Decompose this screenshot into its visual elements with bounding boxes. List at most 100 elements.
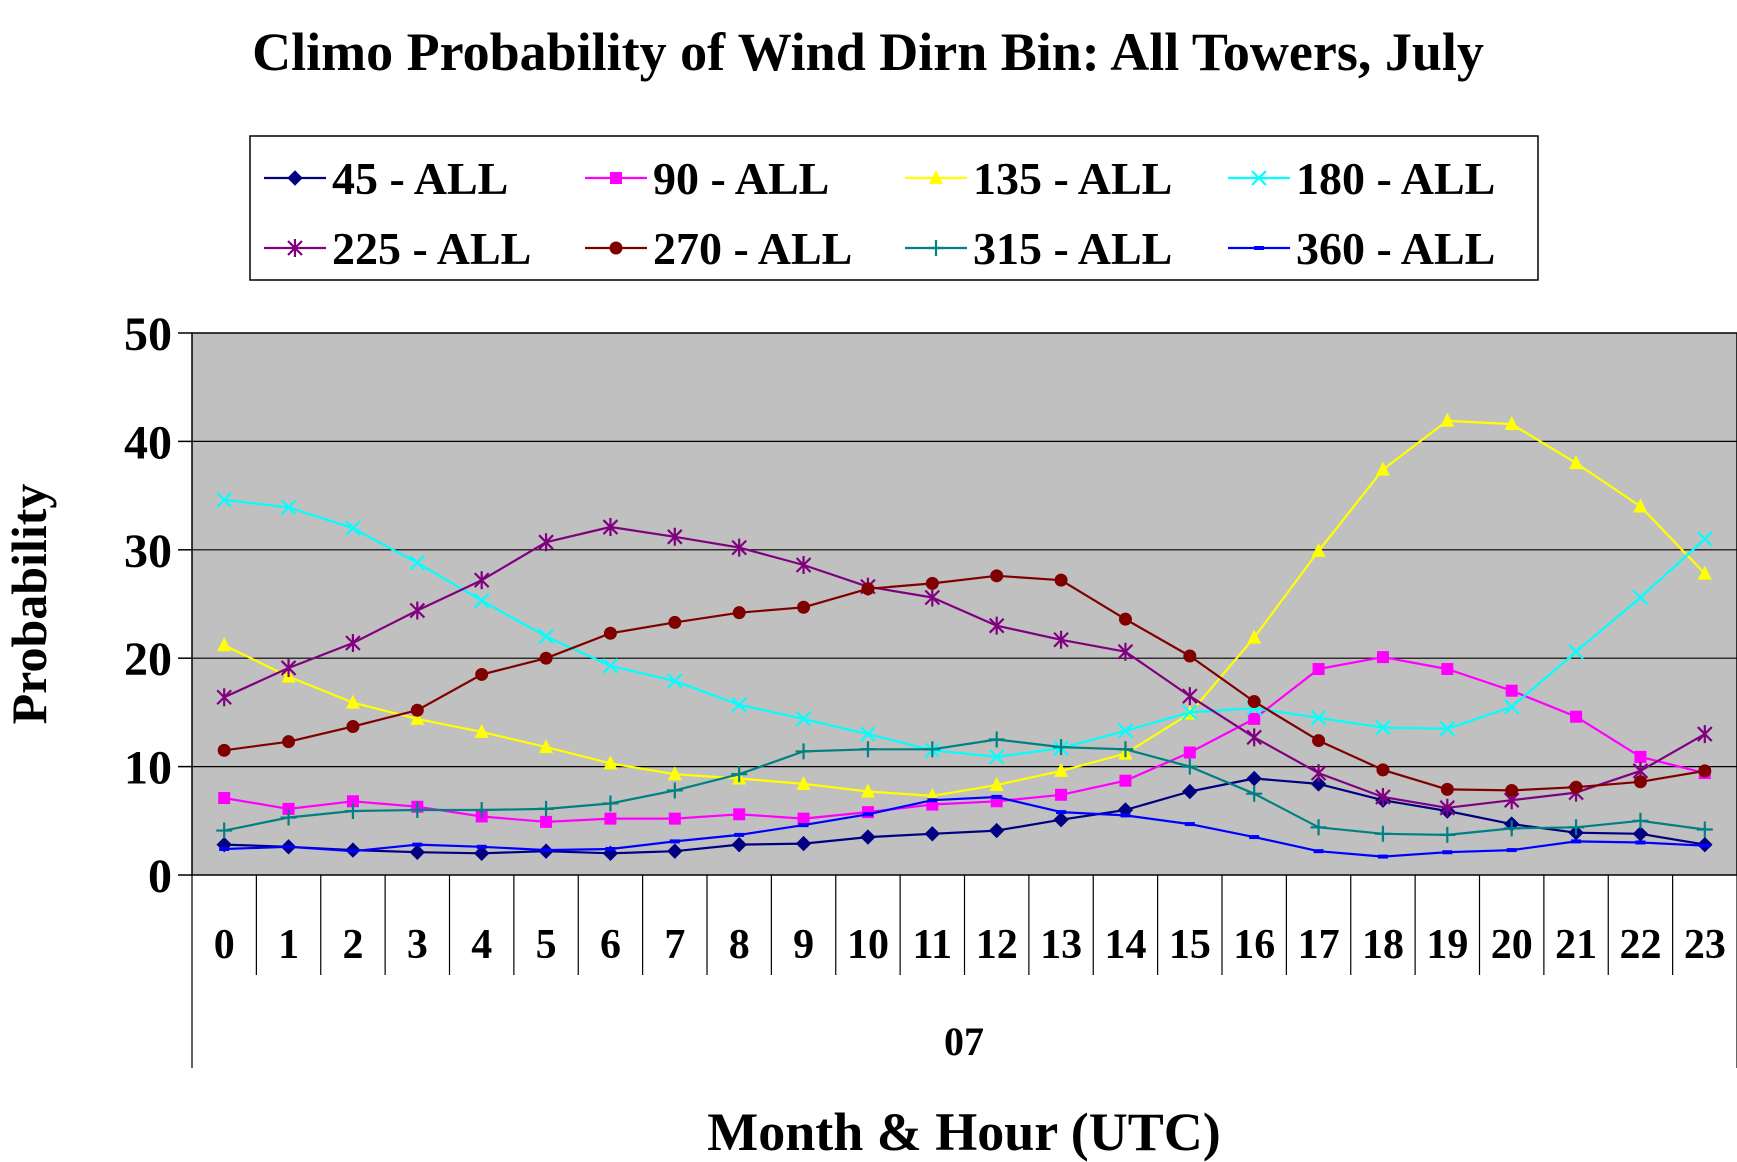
data-point [539,739,554,754]
x-tick-label: 15 [1169,922,1211,968]
data-point [1055,788,1068,801]
data-point [538,628,554,645]
x-tick-label: 11 [912,922,952,968]
data-point [602,518,619,537]
data-point [1053,630,1069,649]
data-point [797,812,810,825]
data-point [1181,758,1198,775]
series-6 [217,569,1712,797]
data-point [1117,741,1134,758]
data-point [795,835,812,852]
series-line [223,525,1706,809]
series-8 [219,794,1710,859]
x-tick-label: 18 [1362,922,1404,968]
y-tick-label: 50 [124,308,172,361]
data-point [1505,783,1519,797]
data-point [1439,720,1456,737]
data-point [668,615,682,629]
data-point [540,815,553,828]
data-point [860,829,876,845]
data-point [412,842,423,847]
x-tick-label: 19 [1426,922,1468,968]
data-point [797,600,811,614]
data-point [731,697,747,713]
legend-swatch-marker [1254,246,1264,250]
data-point [1056,810,1067,815]
data-point [731,836,747,853]
data-point [927,798,938,803]
x-tick-label: 10 [847,922,889,968]
data-point [476,844,487,849]
data-point [1697,725,1713,744]
data-point [1246,770,1262,787]
data-point [1312,663,1325,676]
data-point [1376,651,1389,664]
data-point [1633,775,1647,789]
series-4 [216,492,1713,765]
legend-box [249,135,1539,281]
data-point [1184,822,1195,827]
data-point [605,846,616,851]
data-point [924,741,941,758]
data-point [795,711,812,727]
data-point [280,499,297,516]
data-point [1506,848,1517,853]
x-tick-label: 3 [407,922,428,968]
data-point [924,826,941,842]
data-point [1439,826,1456,843]
data-point [1375,461,1390,476]
data-point [1698,764,1712,778]
data-point [345,520,361,536]
legend-swatch-marker [287,170,303,186]
series-line [224,777,1705,855]
data-point [217,637,232,652]
data-point [990,569,1004,583]
data-point [1054,762,1069,777]
legend-label: 45 - ALL [332,153,508,204]
series-2 [218,651,1711,828]
x-axis-title: Month & Hour (UTC) [707,1102,1221,1162]
data-point [1182,704,1198,721]
data-point [216,492,232,508]
legend-item: 90 - ALL [585,153,829,204]
data-point [1504,416,1519,431]
data-point [1441,663,1454,676]
legend-swatch-marker [287,239,303,257]
data-point [603,755,618,770]
data-point [1569,780,1583,794]
data-point [988,616,1005,635]
x-tick-label: 22 [1619,922,1661,968]
data-point [1246,728,1262,747]
data-point [1568,643,1584,660]
data-point [1571,839,1582,844]
data-point [1568,819,1585,836]
x-tick-label: 1 [278,922,299,968]
x-tick-label: 21 [1555,922,1597,968]
data-point [1374,825,1391,842]
data-point [1053,739,1070,756]
x-tick-label: 14 [1104,922,1146,968]
series-7 [216,731,1713,843]
series-layer [216,412,1713,862]
data-point [218,792,231,805]
legend-swatch-marker [610,172,622,184]
x-tick-label: 6 [600,922,621,968]
data-point [1249,835,1260,840]
x-tick-label: 0 [214,922,235,968]
data-point [345,634,361,653]
data-point [1699,843,1710,848]
data-point [1246,785,1263,802]
legend-item: 360 - ALL [1228,223,1495,274]
data-point [988,822,1005,839]
data-point [732,606,746,620]
legend-label: 90 - ALL [653,153,829,204]
data-point [602,795,619,812]
y-axis-title: Probability [1,484,57,725]
x-tick-label: 20 [1491,922,1533,968]
data-point [282,735,296,749]
legend-label: 315 - ALL [973,223,1172,274]
data-point [217,743,231,757]
data-point [860,726,876,742]
